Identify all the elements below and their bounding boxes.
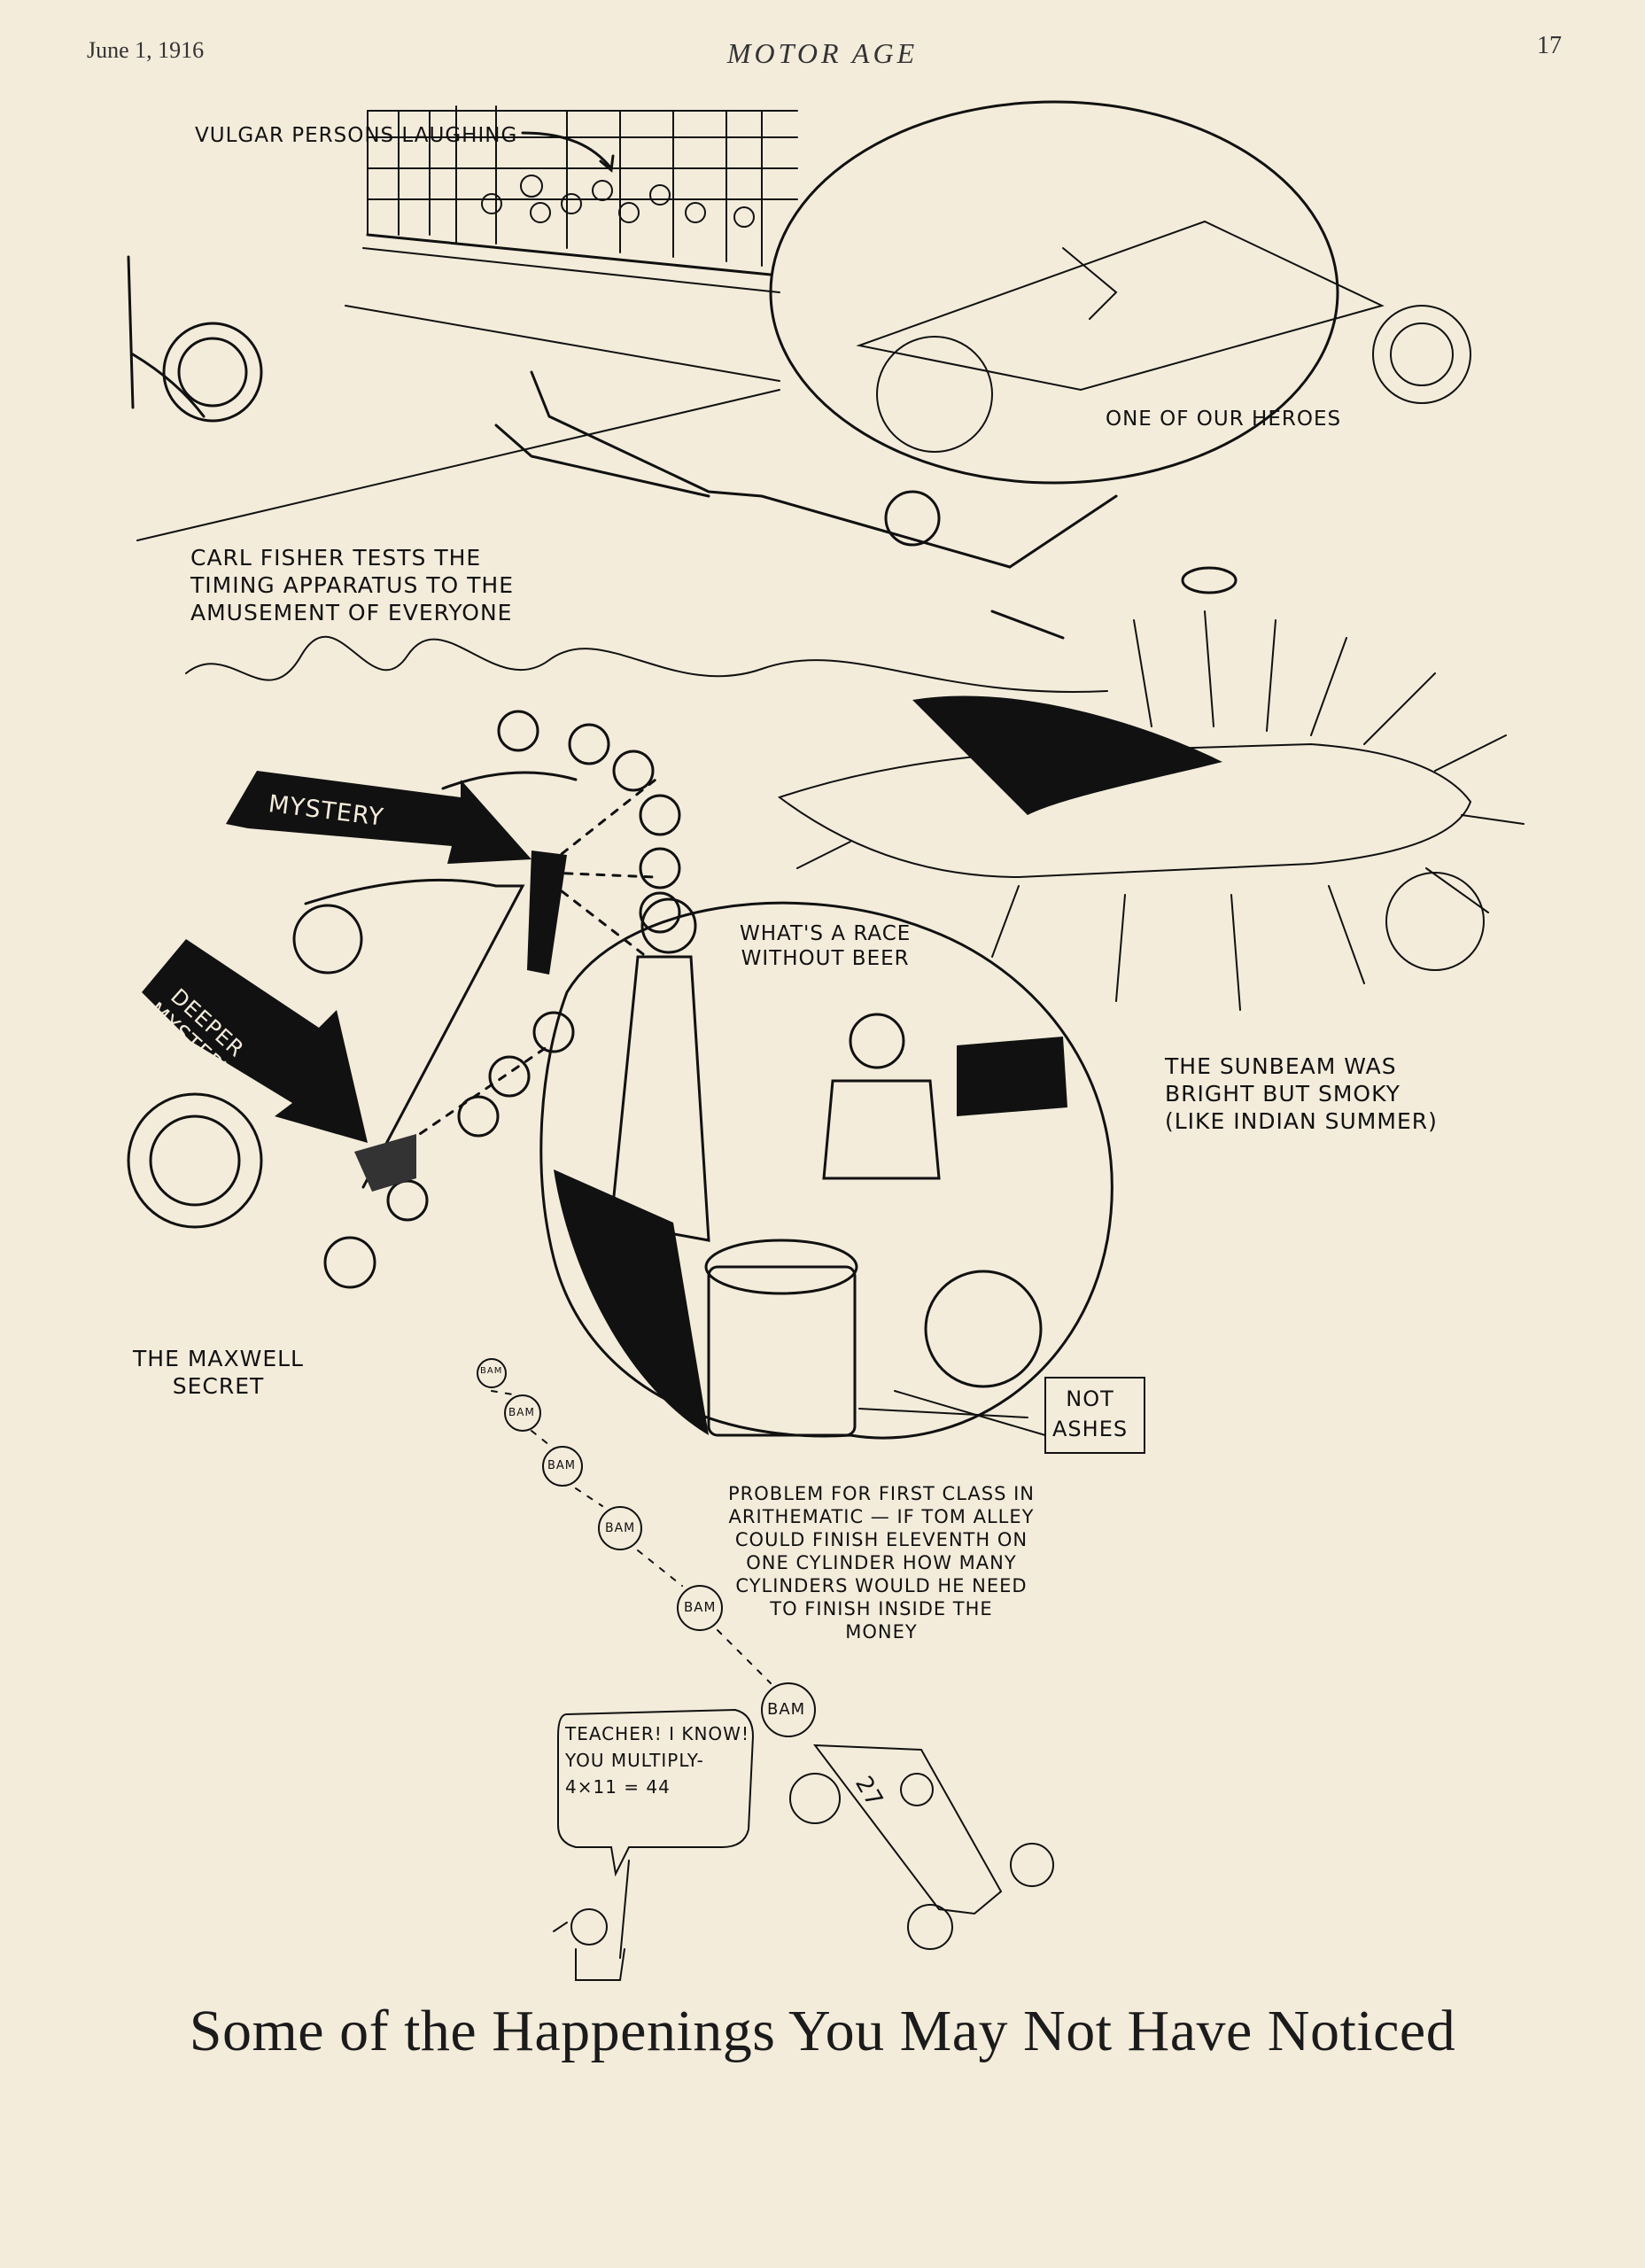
bam-label: BAM [508,1406,535,1418]
bam-label: BAM [767,1700,806,1719]
caption-not-ashes: NOT ASHES [1052,1386,1129,1441]
grandstand-grid [362,105,798,293]
bam-label: BAM [605,1521,636,1535]
page-number: 17 [1537,32,1562,59]
caption-sunbeam: THE SUNBEAM WAS BRIGHT BUT SMOKY (LIKE I… [1165,1053,1438,1134]
race-car-sketch [856,220,1471,453]
caption-maxwell-secret: THE MAXWELL SECRET [133,1346,304,1399]
mystery-banner [226,771,532,864]
caption-arithmetic-problem: PROBLEM FOR FIRST CLASS IN ARITHEMATIC —… [728,1483,1035,1643]
maxwell-car-and-crew [127,710,681,1289]
beer-scene-frame [539,897,1113,1440]
caption-race-without-beer: WHAT'S A RACE WITHOUT BEER [740,922,912,970]
issue-date: June 1, 1916 [87,37,205,63]
caption-teacher: TEACHER! I KNOW! YOU MULTIPLY- 4×11 = 44 [565,1723,749,1798]
carl-fisher-figure [494,370,1238,640]
bam-trail [477,1358,816,1737]
bam-label: BAM [480,1366,503,1376]
caption-vulgar-persons: VULGAR PERSONS LAUGHING [195,124,518,147]
sunbeam-burst [777,610,1525,1011]
race-car-27 [789,1744,1054,1950]
hero-oval-frame [769,100,1339,485]
student-figure [553,1860,630,1981]
teacher-speech-bubble [557,1708,755,1877]
arrow-to-crowd [521,131,613,170]
smoke-scribble [185,635,1108,693]
deeper-mystery-banner [142,939,368,1143]
not-ashes-box [1044,1377,1145,1454]
bam-label: BAM [547,1459,577,1472]
caption-carl-fisher: CARL FISHER TESTS THE TIMING APPARATUS T… [190,545,515,625]
page-headline: Some of the Happenings You May Not Have … [189,1999,1456,2063]
bam-label: BAM [684,1599,717,1615]
track-edge [345,305,780,382]
publication-title: MOTOR AGE [726,37,919,69]
caption-one-of-our-heroes: ONE OF OUR HEROES [1106,408,1342,431]
parked-car-fragment [127,255,263,423]
laughing-crowd [481,175,755,228]
